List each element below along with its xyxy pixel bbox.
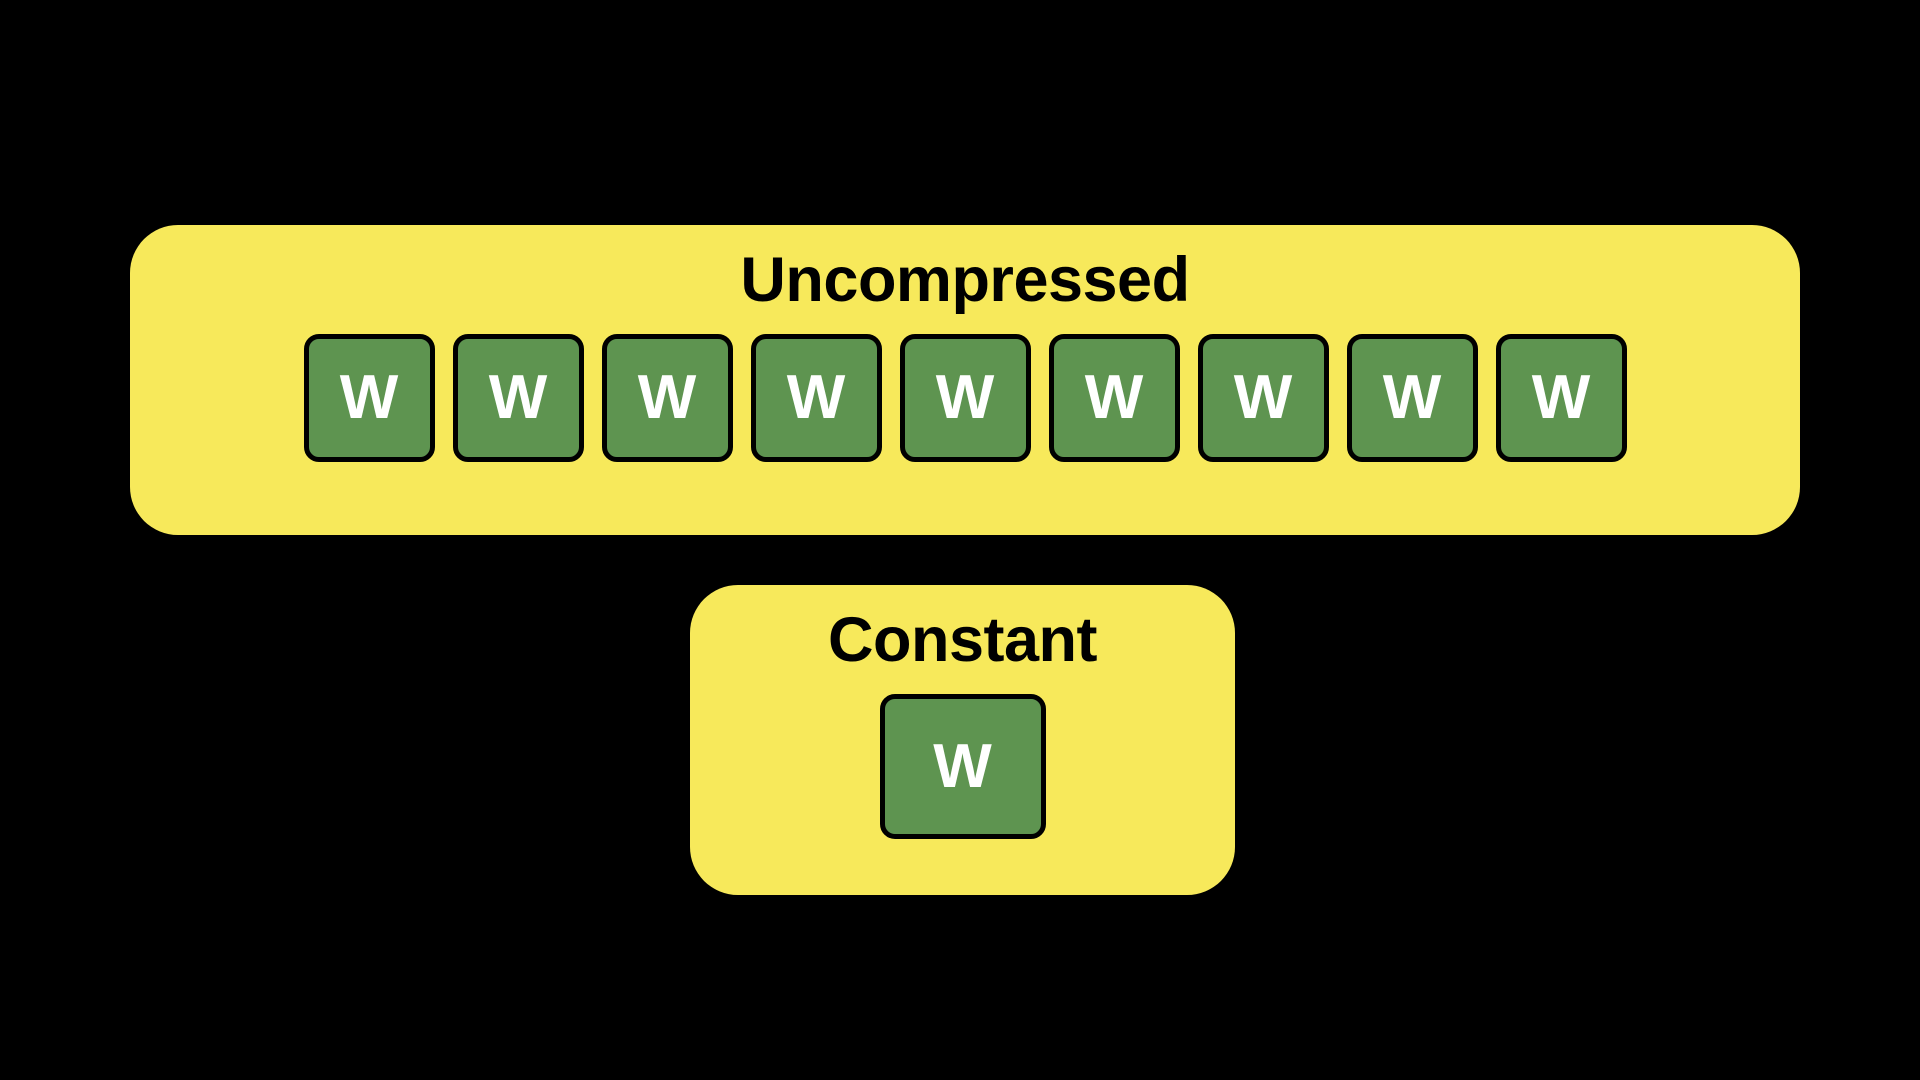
weight-row-uncompressed: W W W W W W W W W: [303, 334, 1627, 462]
weight-cell: W: [899, 334, 1031, 462]
weight-cell: W: [1346, 334, 1478, 462]
panel-uncompressed-title: Uncompressed: [740, 245, 1190, 315]
weight-cell: W: [1495, 334, 1627, 462]
weight-cell: W: [1197, 334, 1329, 462]
weight-cell: W: [1048, 334, 1180, 462]
weight-cell: W: [879, 694, 1046, 839]
weight-cell: W: [601, 334, 733, 462]
weight-row-constant: W: [879, 694, 1046, 839]
panel-constant: Constant W: [690, 585, 1235, 895]
weight-cell: W: [452, 334, 584, 462]
weight-cell: W: [303, 334, 435, 462]
weight-cell: W: [750, 334, 882, 462]
panel-constant-title: Constant: [828, 605, 1097, 675]
panel-uncompressed: Uncompressed W W W W W W W W W: [130, 225, 1800, 535]
